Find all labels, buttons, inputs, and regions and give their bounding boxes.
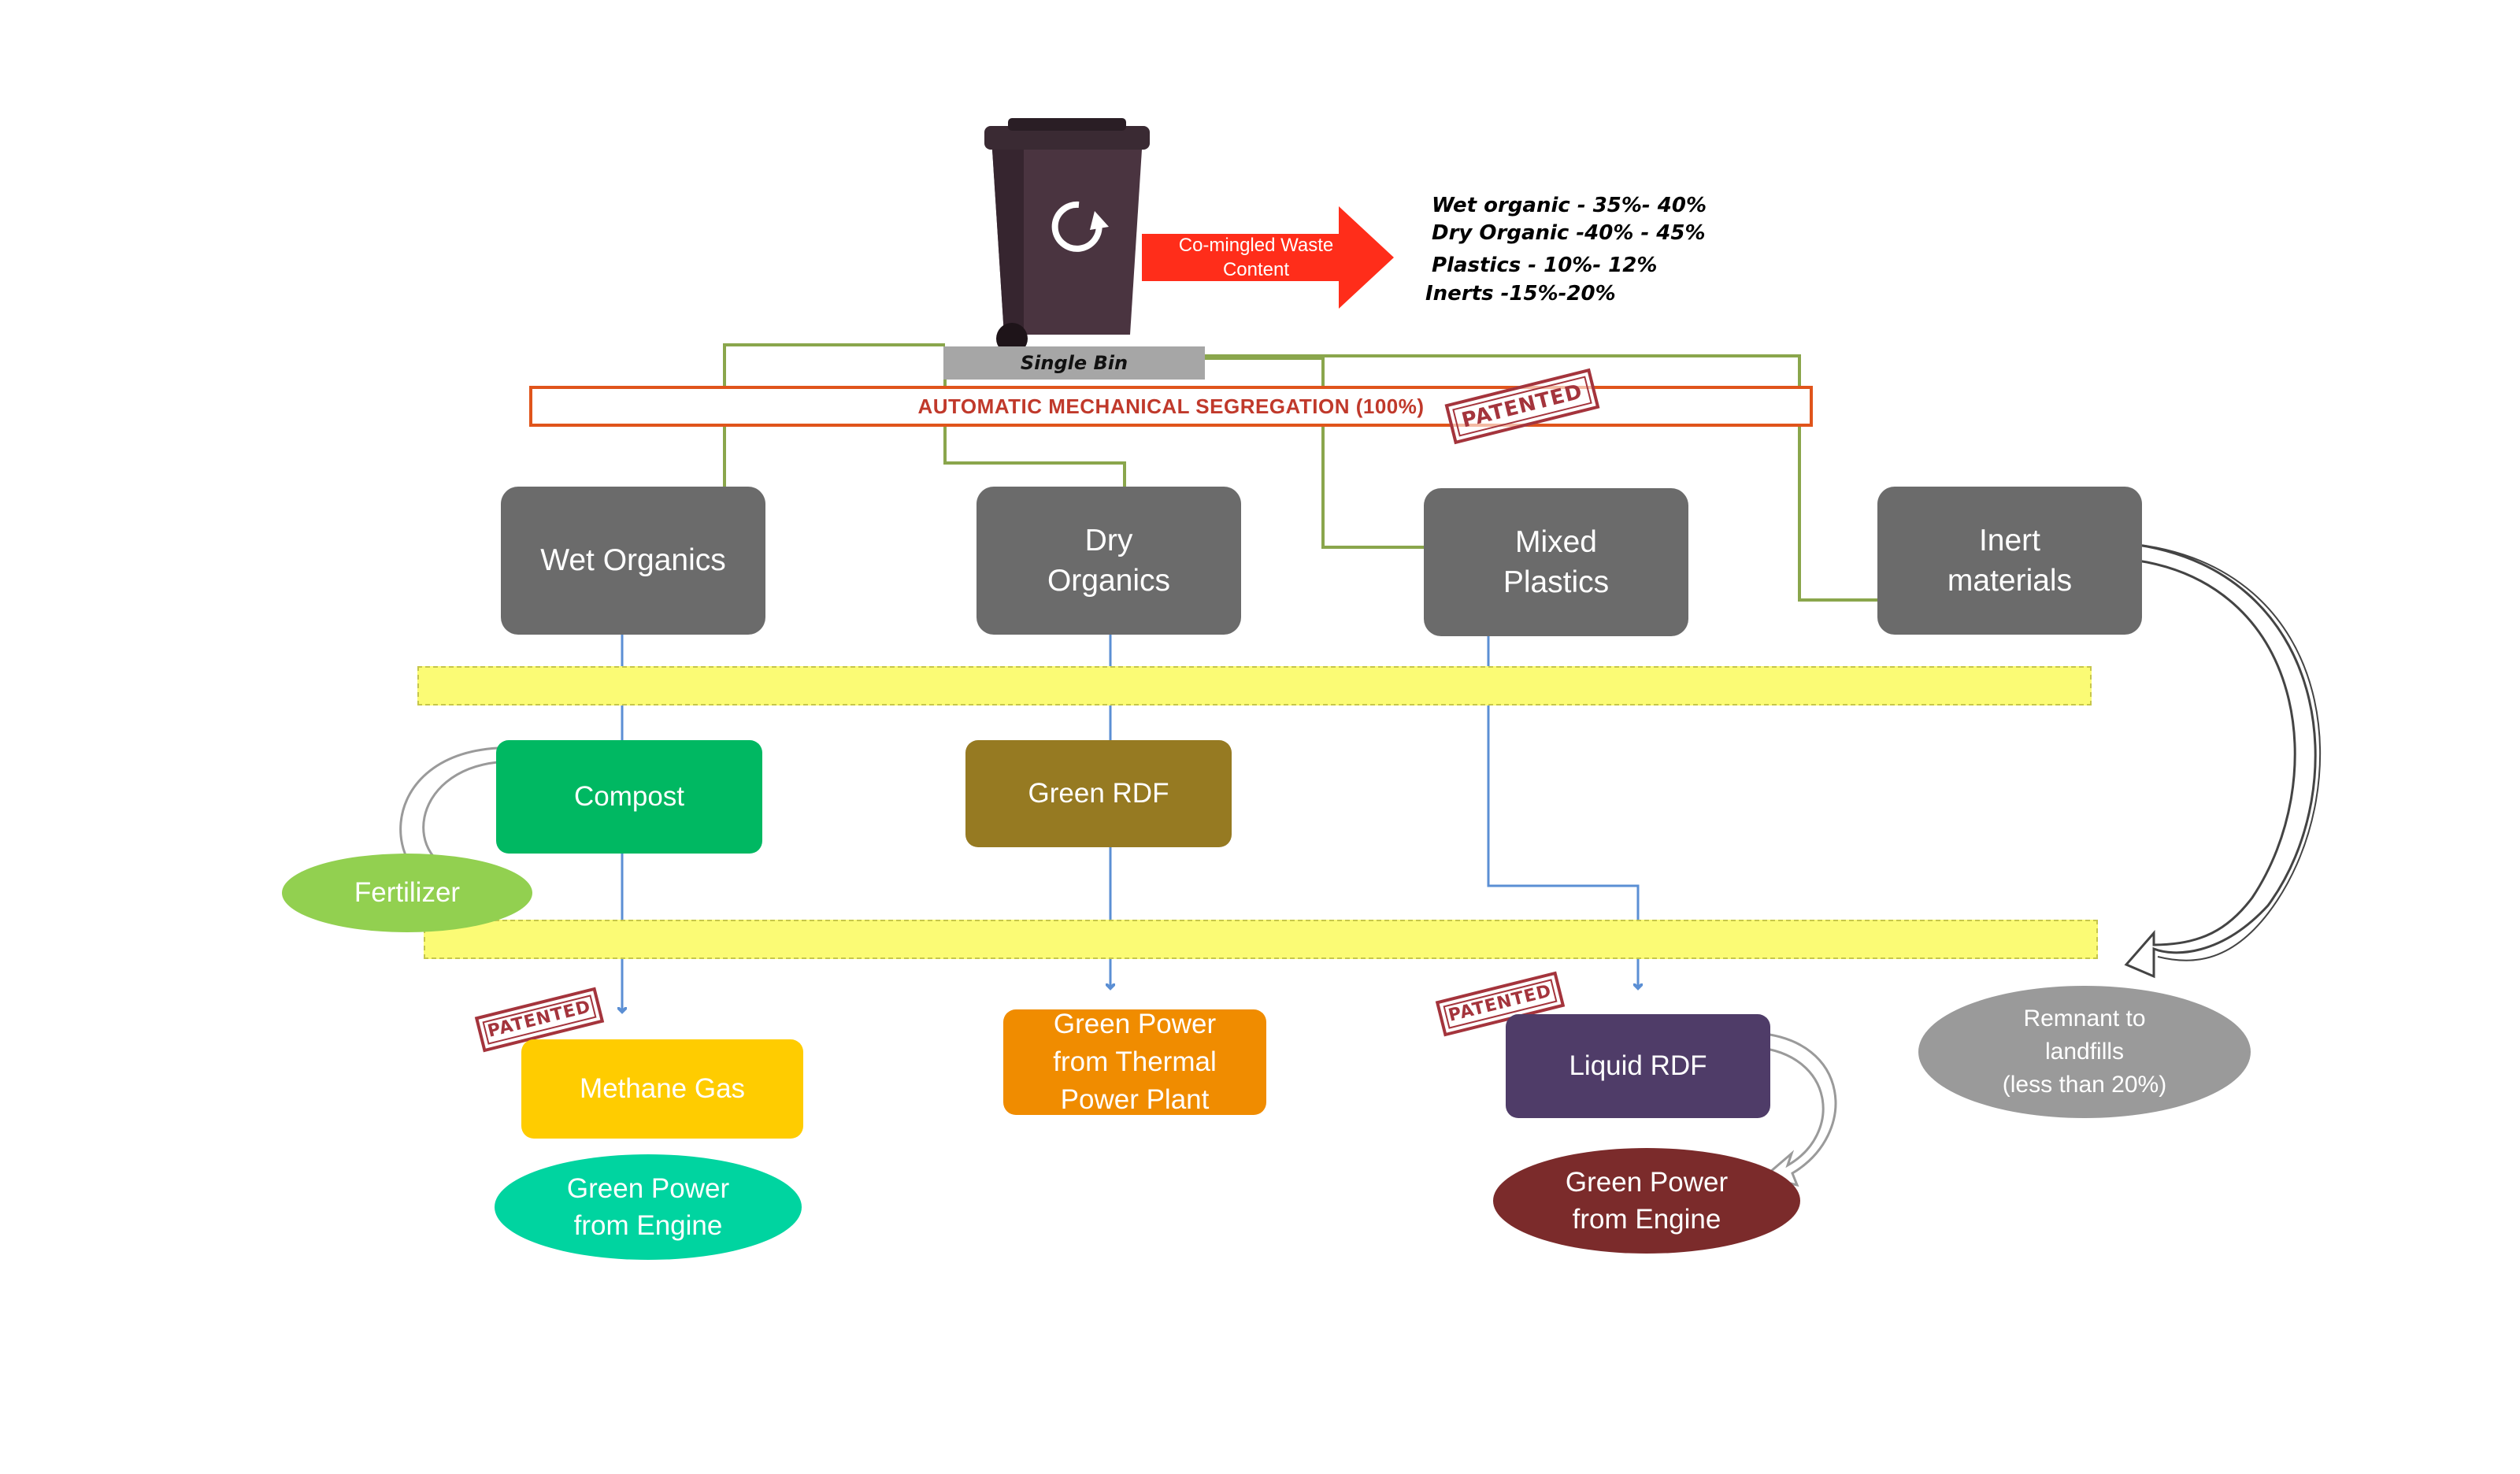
connector-inert bbox=[1205, 354, 1878, 602]
segregation-label: AUTOMATIC MECHANICAL SEGREGATION (100%) bbox=[917, 394, 1425, 418]
recycle-icon bbox=[1051, 201, 1109, 252]
green-power-engine-ellipse-1: Green Power from Engine bbox=[495, 1154, 802, 1260]
category-wet-organics: Wet Organics bbox=[501, 487, 765, 635]
green-power-engine-ellipse-2: Green Power from Engine bbox=[1493, 1148, 1800, 1254]
composition-inerts: Inerts -15%-20% bbox=[1425, 282, 1616, 306]
single-bin-label: Single Bin bbox=[943, 346, 1205, 380]
curved-arrow-liquid-engine bbox=[1755, 1031, 1837, 1187]
composition-wet: Wet organic - 35%- 40% bbox=[1432, 194, 1707, 217]
fertilizer-ellipse: Fertilizer bbox=[282, 854, 532, 932]
waste-bin bbox=[984, 118, 1150, 354]
thermal-power-box: Green Power from Thermal Power Plant bbox=[1003, 1009, 1266, 1115]
process-band-1 bbox=[417, 666, 2092, 706]
red-arrow-label: Co-mingled Waste Content bbox=[1178, 235, 1334, 281]
segregation-bar: AUTOMATIC MECHANICAL SEGREGATION (100%) bbox=[529, 386, 1813, 427]
composition-plastics: Plastics - 10%- 12% bbox=[1432, 254, 1658, 277]
curved-arrow-inert-remnant bbox=[2124, 542, 2317, 979]
category-inert-materials: Inert materials bbox=[1877, 487, 2142, 635]
composition-dry: Dry Organic -40% - 45% bbox=[1432, 221, 1706, 245]
category-mixed-plastics: Mixed Plastics bbox=[1424, 488, 1688, 636]
category-dry-organics: Dry Organics bbox=[976, 487, 1241, 635]
process-band-2 bbox=[424, 920, 2098, 959]
red-arrow bbox=[1142, 206, 1394, 309]
green-rdf-box: Green RDF bbox=[965, 740, 1232, 847]
compost-box: Compost bbox=[496, 740, 762, 854]
liquid-rdf-box: Liquid RDF bbox=[1506, 1014, 1770, 1118]
green-connectors bbox=[723, 343, 1878, 602]
remnant-landfill-ellipse: Remnant to landfills (less than 20%) bbox=[1918, 986, 2251, 1118]
methane-gas-box: Methane Gas bbox=[521, 1039, 803, 1139]
connector-mixed bbox=[1205, 357, 1429, 549]
connector-wet bbox=[723, 343, 945, 488]
